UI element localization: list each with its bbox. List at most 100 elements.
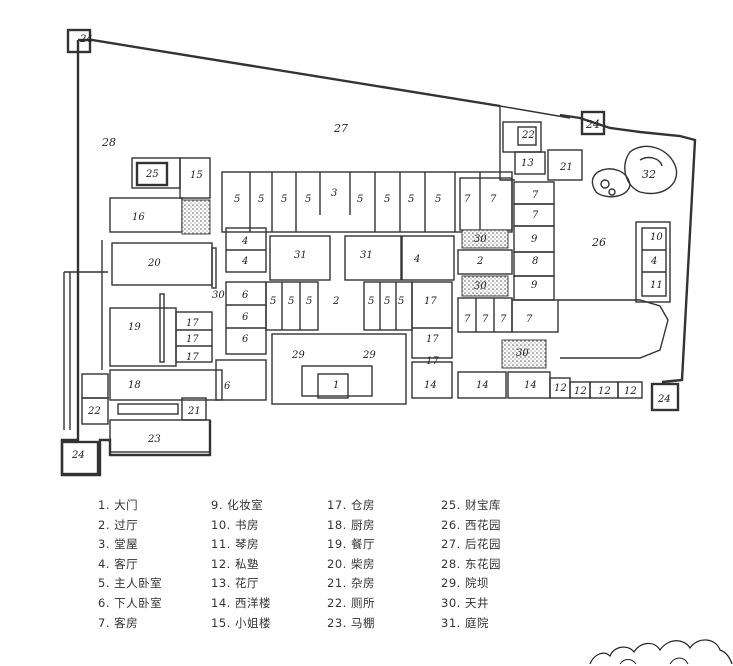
svg-text:5: 5 [281, 194, 287, 205]
legend-item: 21. 杂房 [327, 576, 375, 591]
legend-item: 10. 书房 [211, 517, 259, 532]
svg-text:7: 7 [526, 314, 533, 325]
room-labels: 24 28 27 22 24 13 21 32 25 15 16 26 20 3… [71, 34, 671, 461]
svg-text:6: 6 [242, 334, 249, 345]
svg-text:6: 6 [242, 312, 249, 323]
label-30: 30 [474, 234, 487, 245]
legend-item: 9. 化妆室 [211, 498, 264, 512]
legend-item: 30. 天井 [441, 595, 489, 610]
svg-text:5: 5 [384, 194, 390, 205]
label-group-7: 7 7 7 7 7 7 7 7 [464, 190, 539, 325]
legend-item: 22. 厕所 [327, 595, 375, 610]
label-2: 2 [332, 296, 339, 307]
svg-text:4: 4 [241, 236, 248, 247]
label-24: 24 [79, 34, 93, 45]
legend-item: 13. 花厅 [211, 576, 259, 591]
legend-item: 4. 客厅 [98, 556, 139, 571]
svg-text:5: 5 [435, 194, 441, 205]
svg-text:5: 5 [357, 194, 363, 205]
label-24: 24 [71, 450, 85, 461]
label-12: 12 [554, 383, 567, 394]
label-31: 31 [360, 250, 373, 261]
label-12: 12 [598, 386, 611, 397]
legend-item: 19. 餐厅 [327, 537, 375, 552]
svg-text:5: 5 [305, 194, 311, 205]
label-14: 14 [524, 380, 537, 391]
legend-item: 25. 财宝库 [441, 498, 501, 512]
legend-column-1: 1. 大门 2. 过厅 3. 堂屋 4. 客厅 5. 主人卧室 6. 下人卧室 … [98, 496, 162, 633]
label-27: 27 [333, 122, 348, 135]
svg-text:6: 6 [242, 290, 249, 301]
label-17: 17 [186, 334, 199, 345]
label-25: 25 [145, 169, 159, 180]
label-10: 10 [650, 232, 663, 243]
label-3: 3 [331, 188, 337, 199]
svg-text:5: 5 [408, 194, 414, 205]
label-2: 2 [476, 256, 483, 267]
legend-item: 14. 西洋楼 [211, 595, 271, 610]
svg-text:5: 5 [306, 296, 312, 307]
legend-item: 17. 仓房 [327, 498, 375, 512]
floor-plan: 24 28 27 22 24 13 21 32 25 15 16 26 20 3… [60, 28, 697, 477]
label-14: 14 [476, 380, 489, 391]
left-wing [63, 157, 223, 453]
svg-text:7: 7 [532, 210, 539, 221]
svg-text:7: 7 [500, 314, 507, 325]
legend-item: 29. 院坝 [441, 576, 489, 591]
label-21: 21 [187, 406, 201, 417]
svg-text:5: 5 [384, 296, 390, 307]
legend-item: 23. 马棚 [327, 615, 375, 630]
label-17: 17 [424, 296, 437, 307]
label-23: 23 [147, 434, 161, 445]
label-24: 24 [585, 118, 600, 131]
label-22: 22 [87, 406, 101, 417]
label-29: 29 [362, 350, 376, 361]
label-1: 1 [333, 380, 339, 391]
label-26: 26 [591, 236, 606, 249]
label-19: 19 [128, 322, 141, 333]
svg-text:5: 5 [398, 296, 404, 307]
legend-item: 31. 庭院 [441, 615, 489, 630]
svg-text:7: 7 [490, 194, 497, 205]
legend-column-2: 9. 化妆室 10. 书房 11. 琴房 12. 私塾 13. 花厅 14. 西… [211, 496, 271, 633]
label-12: 12 [574, 386, 587, 397]
label-17: 17 [186, 318, 199, 329]
label-28: 28 [101, 136, 116, 149]
legend: 1. 大门 2. 过厅 3. 堂屋 4. 客厅 5. 主人卧室 6. 下人卧室 … [98, 496, 518, 636]
label-group-5: 5 5 5 5 5 5 5 5 5 5 5 5 5 5 [234, 194, 441, 307]
outer-walls [60, 28, 697, 477]
label-14: 14 [424, 380, 437, 391]
svg-text:5: 5 [270, 296, 276, 307]
legend-item: 28. 东花园 [441, 556, 501, 571]
label-12: 12 [624, 386, 637, 397]
label-16: 16 [132, 212, 145, 223]
svg-text:7: 7 [464, 314, 471, 325]
legend-column-4: 25. 财宝库 26. 西花园 27. 后花园 28. 东花园 29. 院坝 3… [441, 496, 501, 633]
legend-item: 6. 下人卧室 [98, 595, 163, 610]
legend-item: 27. 后花园 [441, 537, 501, 552]
label-31: 31 [294, 250, 307, 261]
label-group-6: 6 6 6 [242, 290, 249, 345]
legend-item: 3. 堂屋 [98, 537, 139, 552]
legend-item: 20. 柴房 [327, 556, 375, 571]
label-9: 9 [531, 280, 538, 291]
label-18: 18 [128, 380, 141, 391]
main-compound [215, 171, 513, 405]
legend-item: 15. 小姐楼 [211, 615, 271, 630]
svg-text:7: 7 [532, 190, 539, 201]
label-13: 13 [521, 158, 534, 169]
svg-text:7: 7 [482, 314, 489, 325]
label-29: 29 [291, 350, 305, 361]
label-17: 17 [426, 334, 439, 345]
east-compound [457, 177, 671, 399]
legend-item: 7. 客房 [98, 615, 139, 630]
svg-text:5: 5 [368, 296, 374, 307]
legend-item: 26. 西花园 [441, 517, 501, 532]
label-17: 17 [426, 356, 439, 367]
tree-sketch [589, 639, 733, 665]
label-group-4: 4 4 4 [241, 236, 420, 267]
legend-item: 2. 过厅 [98, 517, 139, 532]
legend-item: 5. 主人卧室 [98, 576, 163, 591]
svg-text:5: 5 [234, 194, 240, 205]
north-east-block [502, 121, 583, 181]
